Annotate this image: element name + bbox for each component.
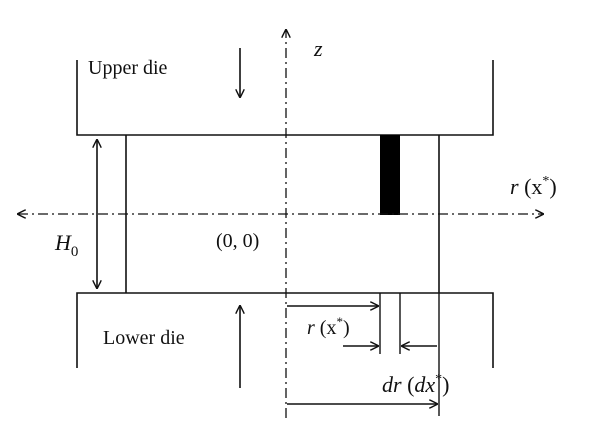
z-axis-label: z <box>313 36 323 61</box>
upper-die-outline <box>76 60 494 136</box>
r-axis-label: r (x*) <box>510 174 557 199</box>
r-dimension-label: r (x*) <box>307 314 350 339</box>
lower-die-outline <box>76 292 494 368</box>
radial-element <box>380 135 400 215</box>
upper-die-label: Upper die <box>88 57 168 79</box>
dr-label: dr (dx*) <box>382 372 449 397</box>
origin-label: (0, 0) <box>216 230 259 252</box>
lower-die-label: Lower die <box>103 327 185 349</box>
height-label: H0 <box>54 230 78 260</box>
